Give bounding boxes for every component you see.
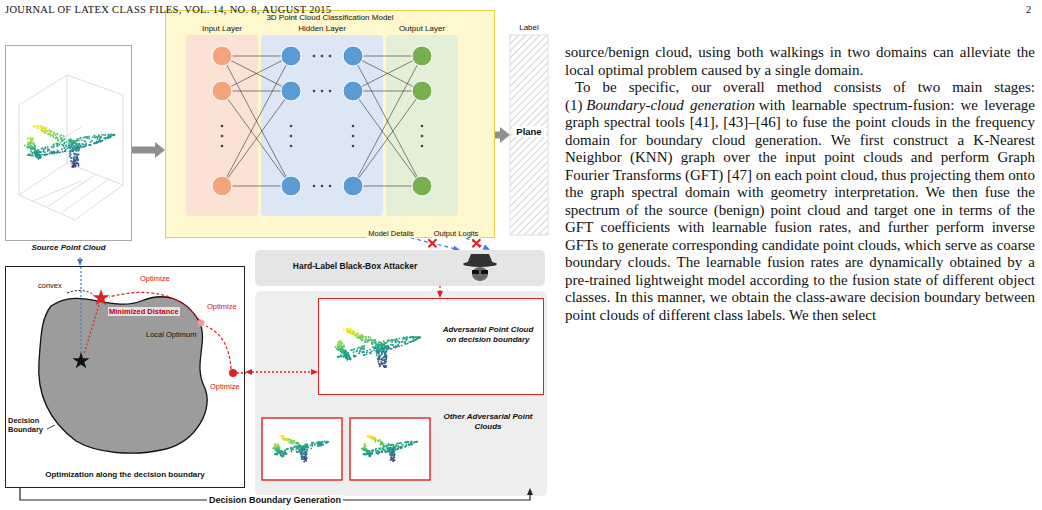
annotation: Minimized Distance bbox=[108, 307, 180, 316]
layer-panel: Hidden Layer bbox=[261, 23, 383, 216]
connector bbox=[79, 257, 80, 259]
page-number: 2 bbox=[1026, 4, 1031, 15]
annotation: Optimize bbox=[207, 302, 237, 311]
text-column: source/benign cloud, using both walkings… bbox=[565, 44, 1035, 324]
other-adversarial-group: Other Adversarial Point Clouds bbox=[258, 402, 545, 488]
connector bbox=[439, 286, 440, 291]
connector-label: Output Logits bbox=[432, 229, 481, 238]
connector bbox=[252, 371, 311, 372]
adversarial-box: Adversarial Point Cloud on decision boun… bbox=[318, 298, 544, 395]
column-title: Label bbox=[510, 23, 548, 32]
connector-label: Decision Boundary Generation bbox=[207, 495, 343, 505]
blocked-mark bbox=[472, 239, 480, 247]
annotation: Optimize bbox=[140, 274, 170, 283]
result-panel bbox=[255, 291, 547, 496]
layer-panel: Input Layer bbox=[186, 23, 258, 216]
decision-boundary-drawing bbox=[6, 267, 246, 489]
layer-panel: Output Layer bbox=[386, 23, 458, 216]
body-paragraph: source/benign cloud, using both walkings… bbox=[565, 44, 1035, 79]
adversarial-point-cloud bbox=[319, 299, 545, 396]
class-label: Plane bbox=[512, 126, 546, 137]
point-cloud-plot bbox=[5, 45, 132, 257]
attacker-box: Hard-Label Black-Box Attacker bbox=[255, 250, 545, 286]
figure-caption: Source Point Cloud bbox=[5, 243, 132, 252]
connector-label: Model Details bbox=[366, 229, 415, 238]
connector bbox=[495, 132, 500, 139]
annotation: convex bbox=[38, 281, 62, 290]
layer-title: Input Layer bbox=[186, 24, 258, 33]
panel-caption: Optimization along the decision boundary bbox=[6, 470, 244, 479]
body-text: Boundary-cloud generation bbox=[586, 97, 755, 113]
annotation: Local Optimum bbox=[146, 330, 196, 339]
body-text: with learnable spectrum-fusion: we lever… bbox=[565, 97, 1035, 323]
model-box: Input LayerHidden LayerOutput Layer3D Po… bbox=[165, 10, 495, 238]
figure-caption: Other Adversarial Point Clouds bbox=[438, 412, 538, 432]
source-cloud-box: Source Point Cloud bbox=[5, 45, 132, 257]
running-header: JOURNAL OF LATEX CLASS FILES, VOL. 14, N… bbox=[5, 4, 331, 15]
connector bbox=[132, 147, 155, 154]
layer-title: Hidden Layer bbox=[261, 24, 383, 33]
network-drawing bbox=[166, 11, 496, 239]
label-panel: LabelPlane bbox=[510, 22, 548, 235]
blocked-mark bbox=[428, 239, 436, 247]
layer-title: Output Layer bbox=[386, 24, 458, 33]
boundary-panel: Optimization along the decision boundary bbox=[5, 266, 245, 488]
annotation: Decision Boundary bbox=[8, 417, 48, 434]
box-title: Hard-Label Black-Box Attacker bbox=[255, 261, 455, 271]
figure-caption: Adversarial Point Cloud on decision boun… bbox=[437, 325, 539, 345]
paragraph: To be specific, our overall method consi… bbox=[565, 79, 1035, 324]
annotation: Optimize bbox=[210, 382, 240, 391]
